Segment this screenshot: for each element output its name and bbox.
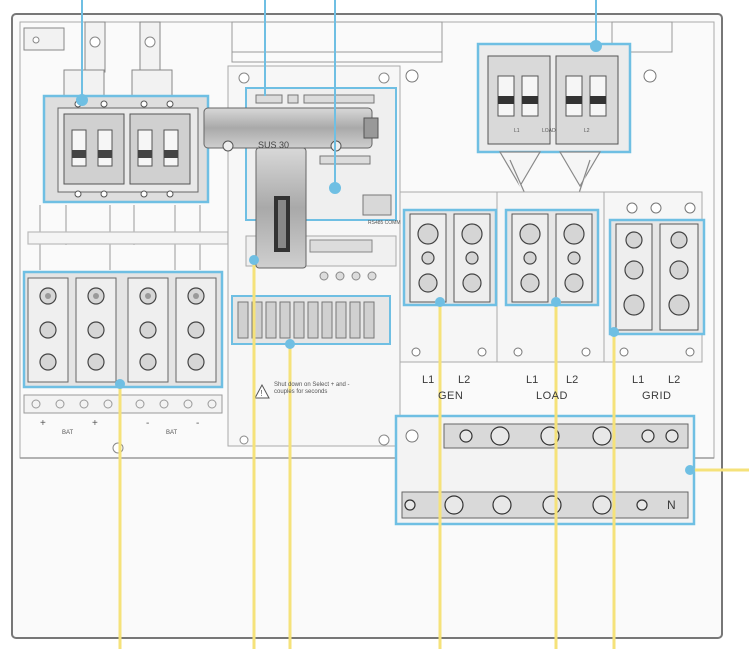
callout-dots (115, 255, 695, 475)
warning-text: Shut down on Select + and - couples for … (274, 382, 350, 395)
battery-terminal-block (22, 270, 224, 389)
load-group-label: LOAD (536, 390, 568, 402)
breaker-load-label: LOAD (542, 128, 556, 134)
top-mount-brackets (23, 21, 173, 99)
battery-minus-label-1: - (146, 418, 150, 429)
battery-lugs (23, 394, 223, 414)
load-l1-label: L1 (526, 374, 539, 386)
relay-module (203, 107, 379, 269)
load-breaker (476, 42, 632, 154)
breaker-l1-label: L1 (514, 128, 520, 134)
gen-terminal-block (402, 208, 498, 307)
load-terminal-block (504, 208, 600, 307)
battery-plus-label-1: + (40, 418, 46, 429)
yellow-callout-lines (118, 260, 749, 649)
neutral-bar (394, 414, 696, 526)
breaker-l2-label: L2 (584, 128, 590, 134)
battery-minus-label-2: - (196, 418, 200, 429)
gen-l1-label: L1 (422, 374, 435, 386)
battery-bat-label-1: BAT (62, 430, 74, 436)
grid-l1-label: L1 (632, 374, 645, 386)
battery-breaker (42, 94, 210, 204)
gen-group-label: GEN (438, 390, 464, 402)
load-breaker-mounts (405, 69, 657, 83)
grid-group-label: GRID (642, 390, 672, 402)
rs485-tag-label: RS485 COMM (368, 220, 401, 226)
battery-bat-label-2: BAT (166, 430, 178, 436)
grid-l2-label: L2 (668, 374, 681, 386)
load-l2-label: L2 (566, 374, 579, 386)
blue-callout-lines (76, 0, 602, 194)
battery-plus-label-2: + (92, 418, 98, 429)
svg-text:!: ! (261, 389, 263, 398)
top-cable-tray (231, 21, 673, 63)
relay-tag-label: SUS 30 (258, 140, 290, 150)
ac-rail-mounts (411, 202, 696, 357)
neutral-label: N (667, 498, 676, 512)
warning-icon (254, 383, 270, 399)
grid-terminal-block (608, 218, 706, 336)
gen-l2-label: L2 (458, 374, 471, 386)
